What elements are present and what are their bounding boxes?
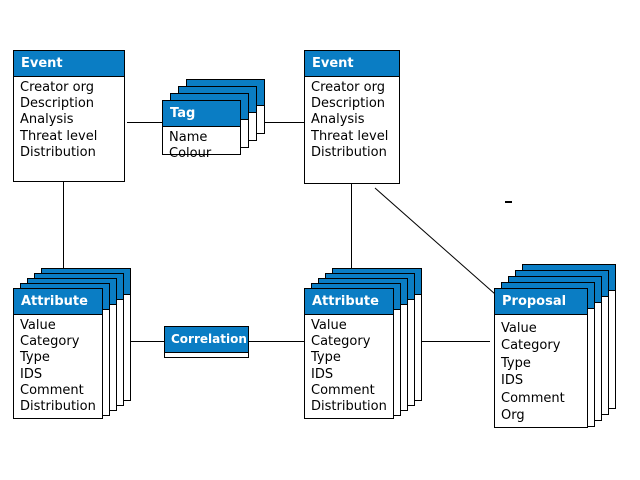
- class-attribute: Analysis: [20, 112, 74, 128]
- connector-event-left-to-tag: [127, 122, 162, 123]
- class-card[interactable]: Attribute Value Category Type IDS Commen…: [13, 288, 103, 419]
- class-attribute-list: Value Category Type IDS Comment Org: [495, 315, 587, 428]
- class-attribute: Creator org: [20, 80, 94, 95]
- class-card[interactable]: Event Creator org Description Analysis T…: [13, 50, 125, 182]
- class-attribute: IDS: [311, 366, 334, 382]
- connector-attribute-middle-to-proposal: [418, 341, 490, 342]
- class-attribute: Description: [20, 96, 95, 112]
- connector-tag-to-event-right: [265, 122, 304, 123]
- connector-attribute-left-to-correlation: [125, 341, 164, 342]
- class-attribute: Distribution: [20, 399, 96, 415]
- class-card[interactable]: Tag Name Colour: [162, 100, 241, 161]
- class-card[interactable]: Event Creator org Description Analysis T…: [304, 50, 400, 184]
- class-attribute: Category: [20, 334, 80, 350]
- class-attribute: Creator org: [311, 80, 385, 95]
- class-attribute-list: Value Category Type IDS Comment Distribu…: [14, 315, 102, 419]
- class-attribute: Org: [501, 408, 525, 424]
- class-title-event-left: Event: [14, 51, 124, 77]
- class-title-proposal: Proposal: [495, 289, 587, 315]
- class-node-proposal[interactable]: Proposal Value Category Type IDS Comment…: [494, 264, 616, 432]
- class-attribute-list: Creator org Description Analysis Threat …: [305, 77, 399, 165]
- connector-event-left-to-attribute-left: [63, 182, 64, 268]
- class-attribute: IDS: [501, 373, 524, 389]
- class-title-tag: Tag: [163, 101, 240, 127]
- class-attribute: Value: [20, 318, 56, 333]
- class-attribute: Distribution: [311, 399, 387, 415]
- class-attribute: Value: [311, 318, 347, 333]
- connector-correlation-to-attribute-middle: [249, 341, 304, 342]
- class-attribute: Value: [501, 321, 537, 336]
- class-node-tag[interactable]: Tag Name Colour: [162, 79, 265, 161]
- class-attribute: IDS: [20, 366, 43, 382]
- class-attribute: Threat level: [311, 128, 389, 144]
- class-node-attribute-middle[interactable]: Attribute Value Category Type IDS Commen…: [304, 268, 422, 423]
- class-attribute: Type: [501, 355, 531, 371]
- class-attribute: Name: [169, 130, 208, 145]
- class-card[interactable]: Proposal Value Category Type IDS Comment…: [494, 288, 588, 428]
- class-attribute-list: [165, 353, 248, 367]
- class-attribute: Comment: [501, 390, 565, 406]
- class-node-correlation[interactable]: Correlation: [164, 326, 249, 358]
- class-attribute: Analysis: [311, 112, 365, 128]
- class-node-event-left[interactable]: Event Creator org Description Analysis T…: [13, 50, 125, 182]
- class-attribute: Comment: [311, 382, 375, 398]
- artifact-dash-upper-right: [505, 201, 512, 203]
- connector-event-right-to-attribute-middle: [351, 184, 352, 268]
- class-attribute-list: Name Colour: [163, 127, 240, 166]
- class-attribute: Distribution: [311, 144, 387, 160]
- class-node-event-right[interactable]: Event Creator org Description Analysis T…: [304, 50, 400, 184]
- class-attribute-list: Value Category Type IDS Comment Distribu…: [305, 315, 393, 419]
- class-card[interactable]: Correlation: [164, 326, 249, 358]
- class-attribute: Type: [311, 350, 341, 366]
- class-attribute: Colour: [169, 146, 212, 162]
- class-attribute-list: Creator org Description Analysis Threat …: [14, 77, 124, 165]
- class-title-correlation: Correlation: [165, 327, 248, 353]
- class-attribute: Description: [311, 96, 386, 112]
- class-title-attribute-middle: Attribute: [305, 289, 393, 315]
- class-title-event-right: Event: [305, 51, 399, 77]
- class-attribute: Distribution: [20, 144, 96, 160]
- class-attribute: Category: [501, 338, 561, 354]
- class-attribute: Category: [311, 334, 371, 350]
- class-node-attribute-left[interactable]: Attribute Value Category Type IDS Commen…: [13, 268, 131, 423]
- class-attribute: Threat level: [20, 128, 98, 144]
- class-attribute: Comment: [20, 382, 84, 398]
- class-card[interactable]: Attribute Value Category Type IDS Commen…: [304, 288, 394, 419]
- class-attribute: Type: [20, 350, 50, 366]
- class-title-attribute-left: Attribute: [14, 289, 102, 315]
